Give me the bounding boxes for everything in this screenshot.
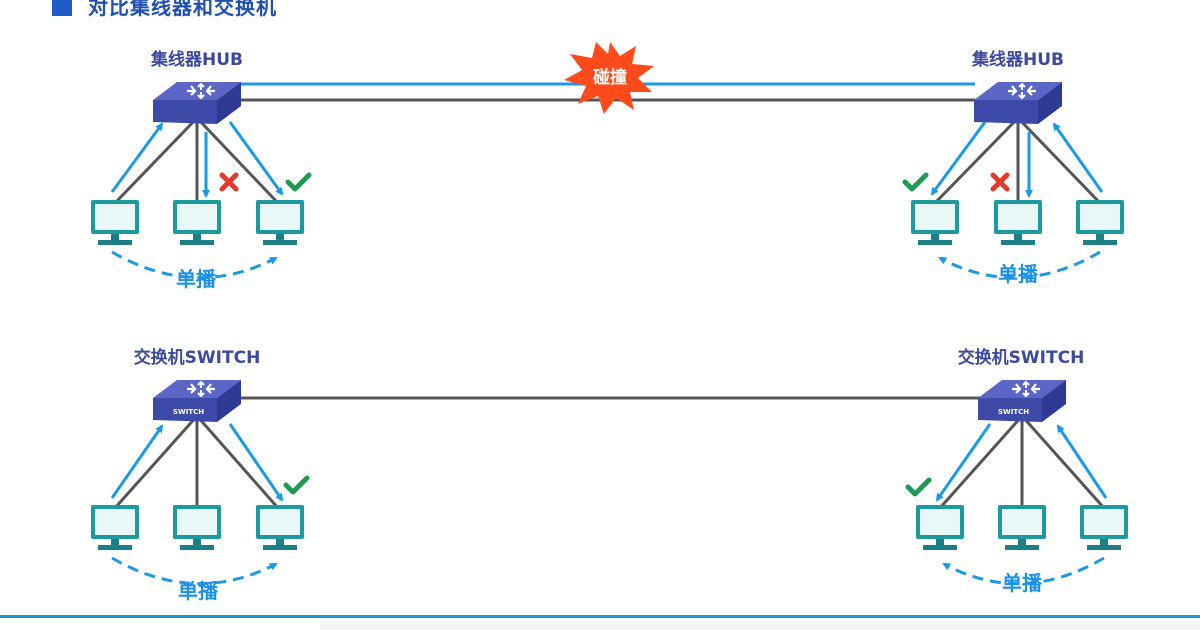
arrow-up xyxy=(110,122,164,193)
arrow-down xyxy=(228,121,284,196)
arrow-up xyxy=(110,424,164,499)
monitor-icon xyxy=(173,200,221,245)
cable xyxy=(933,116,1020,205)
unicast-path xyxy=(111,250,278,279)
cable xyxy=(938,415,1024,509)
cross-icon xyxy=(993,175,1007,189)
hub-icon xyxy=(151,80,243,126)
switch-right-label: 交换机SWITCH xyxy=(958,347,1085,368)
monitor-icon xyxy=(256,200,304,245)
monitor-icon xyxy=(256,505,304,550)
cable xyxy=(195,415,280,509)
unicast-label: 单播 xyxy=(998,262,1039,286)
cable xyxy=(1020,415,1106,509)
unicast-label: 单播 xyxy=(176,267,217,291)
hub-section: 碰撞 集线器HUB 单播 集线器HUB xyxy=(91,42,1124,291)
monitor-icon xyxy=(91,505,139,550)
bottom-band xyxy=(320,622,1200,630)
monitor-icon xyxy=(1076,200,1124,245)
check-icon xyxy=(908,480,929,494)
monitor-icon xyxy=(994,200,1042,245)
check-icon xyxy=(905,175,926,189)
hub-left-label: 集线器HUB xyxy=(150,49,243,70)
hub-icon xyxy=(972,80,1064,126)
title-marker xyxy=(52,0,72,16)
collision-burst-icon: 碰撞 xyxy=(564,42,654,114)
switch-badge: SWITCH xyxy=(998,408,1029,416)
check-icon xyxy=(286,478,307,492)
switch-badge: SWITCH xyxy=(173,408,204,416)
arrow-down xyxy=(228,423,284,502)
check-icon xyxy=(288,175,309,189)
unicast-label: 单播 xyxy=(178,579,219,603)
cable xyxy=(195,116,280,205)
arrow-down xyxy=(930,121,987,196)
switch-icon: SWITCH xyxy=(976,378,1068,424)
switch-section: 交换机SWITCH SWITCH 单播 交换机SWITCH SWIT xyxy=(91,347,1128,603)
switch-left-label: 交换机SWITCH xyxy=(134,347,261,368)
arrow-up xyxy=(1052,122,1104,193)
slide-title: 对比集线器和交换机 xyxy=(88,0,277,19)
monitor-icon xyxy=(173,505,221,550)
bottom-rule xyxy=(0,615,1200,618)
cross-icon xyxy=(222,175,236,189)
unicast-path xyxy=(111,556,278,585)
arrow-down xyxy=(935,423,992,502)
unicast-label: 单播 xyxy=(1002,571,1043,595)
unicast-path xyxy=(942,556,1105,585)
monitor-icon xyxy=(911,200,959,245)
monitor-icon xyxy=(91,200,139,245)
monitor-icon xyxy=(916,505,964,550)
arrow-up xyxy=(1056,424,1108,499)
monitor-icon xyxy=(1080,505,1128,550)
collision-label: 碰撞 xyxy=(593,67,627,88)
cable xyxy=(1016,116,1102,205)
switch-icon: SWITCH xyxy=(151,378,243,424)
slide-title-bar: 对比集线器和交换机 xyxy=(52,0,277,22)
unicast-path xyxy=(938,250,1101,279)
cable xyxy=(113,116,199,205)
hub-right-label: 集线器HUB xyxy=(971,49,1064,70)
cable xyxy=(113,415,199,509)
monitor-icon xyxy=(998,505,1046,550)
